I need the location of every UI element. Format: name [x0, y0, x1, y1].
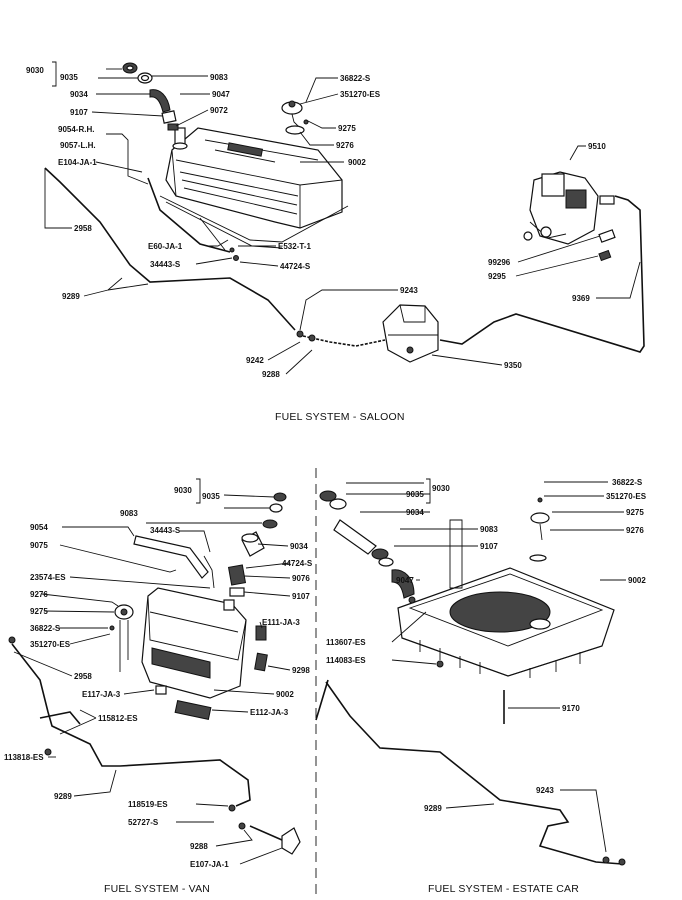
van-leaders — [13, 478, 291, 865]
saloon-leaders — [44, 61, 641, 375]
label-9054-rh: 9054-R.H. — [58, 125, 94, 134]
estate-filler-parts — [319, 490, 550, 668]
label-9072: 9072 — [210, 106, 228, 115]
saloon-labels: 9030 9035 9083 9034 9047 9107 9072 9054-… — [26, 66, 606, 379]
estate-title: FUEL SYSTEM - ESTATE CAR — [428, 883, 579, 895]
label-36822-s: 36822-S — [30, 624, 61, 633]
label-99296: 99296 — [488, 258, 511, 267]
estate-fuel-tank — [397, 519, 615, 678]
saloon-carburettor — [523, 171, 616, 262]
label-9288: 9288 — [262, 370, 280, 379]
saloon-section: 9030 9035 9083 9034 9047 9107 9072 9054-… — [26, 61, 645, 423]
label-9276: 9276 — [336, 141, 354, 150]
label-9035: 9035 — [406, 490, 424, 499]
label-e112-ja-3: E112-JA-3 — [250, 708, 289, 717]
label-9170: 9170 — [562, 704, 580, 713]
label-9295: 9295 — [488, 272, 506, 281]
label-9107: 9107 — [480, 542, 498, 551]
estate-section: 9030 9035 9034 9083 9107 9047 36822-S 35… — [315, 478, 647, 895]
label-9289: 9289 — [54, 792, 72, 801]
van-labels: 9030 9035 9083 9054 34443-S 9034 9075 44… — [4, 486, 313, 869]
label-e111-ja-3: E111-JA-3 — [262, 618, 300, 627]
label-118519-es: 118519-ES — [128, 800, 168, 809]
label-9035: 9035 — [202, 492, 220, 501]
saloon-title: FUEL SYSTEM - SALOON — [275, 411, 405, 423]
label-36822-s: 36822-S — [340, 74, 371, 83]
label-2958: 2958 — [74, 672, 92, 681]
label-9030: 9030 — [432, 484, 450, 493]
label-9034: 9034 — [290, 542, 308, 551]
label-e60-ja-1: E60-JA-1 — [148, 242, 183, 251]
label-9076: 9076 — [292, 574, 310, 583]
label-115812-es: 115812-ES — [98, 714, 138, 723]
label-9243: 9243 — [400, 286, 418, 295]
label-9030: 9030 — [26, 66, 44, 75]
label-9034: 9034 — [70, 90, 88, 99]
label-114083-es: 114083-ES — [326, 656, 366, 665]
label-9510: 9510 — [588, 142, 606, 151]
label-351270-es: 351270-ES — [30, 640, 71, 649]
label-9276: 9276 — [626, 526, 644, 535]
label-9298: 9298 — [292, 666, 310, 675]
label-e117-ja-3: E117-JA-3 — [82, 690, 121, 699]
label-34443-s: 34443-S — [150, 526, 181, 535]
label-e532-t-1: E532-T-1 — [278, 242, 311, 251]
label-9275: 9275 — [338, 124, 356, 133]
label-9083: 9083 — [480, 525, 498, 534]
label-9047: 9047 — [212, 90, 230, 99]
label-9034: 9034 — [406, 508, 424, 517]
label-9242: 9242 — [246, 356, 264, 365]
label-9083: 9083 — [210, 73, 228, 82]
label-9002: 9002 — [276, 690, 294, 699]
label-9243: 9243 — [536, 786, 554, 795]
van-section: 9030 9035 9083 9054 34443-S 9034 9075 44… — [4, 478, 313, 895]
label-9047: 9047 — [396, 576, 414, 585]
label-44724-s: 44724-S — [280, 262, 311, 271]
saloon-filler-parts — [122, 62, 179, 131]
label-9002: 9002 — [348, 158, 366, 167]
label-9002: 9002 — [628, 576, 646, 585]
label-113818-es: 113818-ES — [4, 753, 44, 762]
label-2958: 2958 — [74, 224, 92, 233]
label-113607-es: 113607-ES — [326, 638, 366, 647]
label-44724-s: 44724-S — [282, 559, 313, 568]
label-351270-es: 351270-ES — [606, 492, 647, 501]
label-9289: 9289 — [62, 292, 80, 301]
label-23574-es: 23574-ES — [30, 573, 66, 582]
label-9030: 9030 — [174, 486, 192, 495]
label-9369: 9369 — [572, 294, 590, 303]
label-9288: 9288 — [190, 842, 208, 851]
label-9275: 9275 — [626, 508, 644, 517]
saloon-gauge-unit — [281, 100, 309, 135]
label-9057-lh: 9057-L.H. — [60, 141, 96, 150]
label-9083: 9083 — [120, 509, 138, 518]
van-filler-parts — [133, 492, 287, 597]
label-9107: 9107 — [70, 108, 88, 117]
saloon-fuel-tank — [159, 127, 349, 251]
label-36822-s: 36822-S — [612, 478, 643, 487]
van-fuel-tank — [141, 587, 247, 699]
label-e107-ja-1: E107-JA-1 — [190, 860, 229, 869]
label-9054: 9054 — [30, 523, 48, 532]
label-351270-es: 351270-ES — [340, 90, 381, 99]
label-9289: 9289 — [424, 804, 442, 813]
label-9275: 9275 — [30, 607, 48, 616]
label-52727-s: 52727-S — [128, 818, 159, 827]
van-title: FUEL SYSTEM - VAN — [104, 883, 210, 895]
label-34443-s: 34443-S — [150, 260, 181, 269]
van-gauge-unit — [109, 604, 134, 672]
label-9276: 9276 — [30, 590, 48, 599]
label-9107: 9107 — [292, 592, 310, 601]
label-9075: 9075 — [30, 541, 48, 550]
estate-labels: 9030 9035 9034 9083 9107 9047 36822-S 35… — [326, 478, 647, 813]
label-9350: 9350 — [504, 361, 522, 370]
estate-leaders — [346, 478, 626, 853]
label-9035: 9035 — [60, 73, 78, 82]
label-e104-ja-1: E104-JA-1 — [58, 158, 97, 167]
